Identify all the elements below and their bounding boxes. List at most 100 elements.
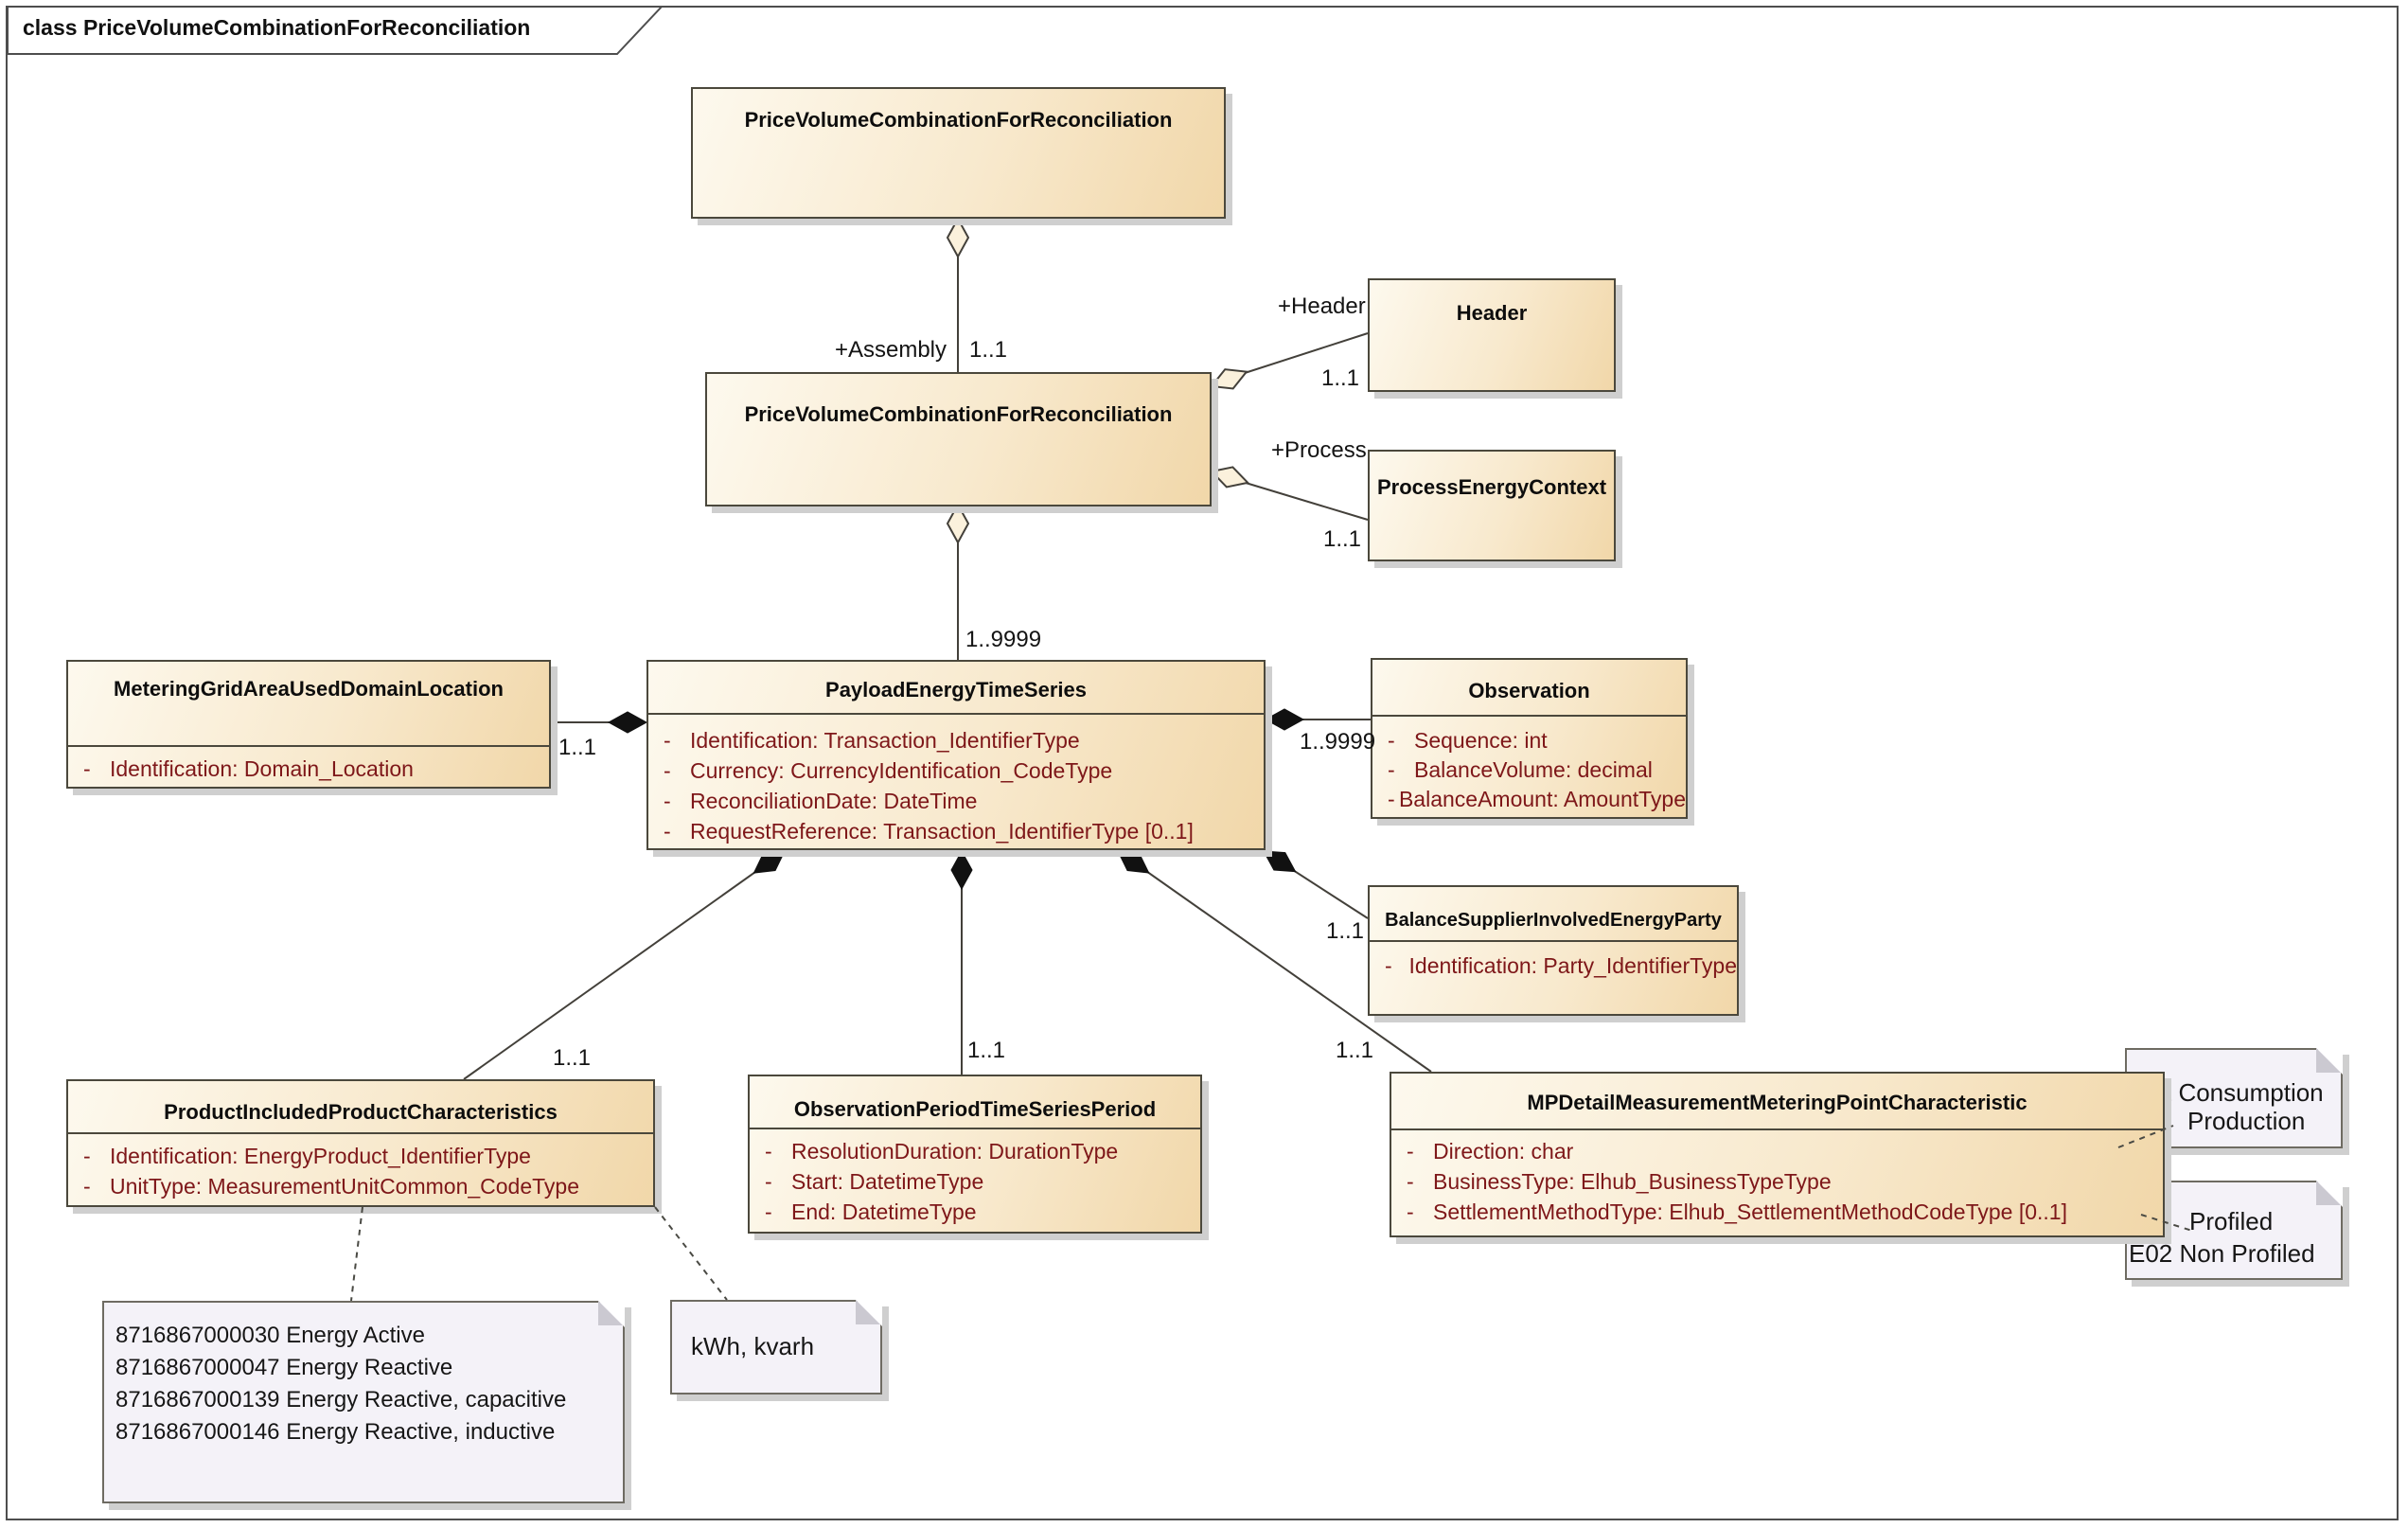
class-box-productincluded[interactable]: ProductIncludedProductCharacteristics -I… bbox=[66, 1079, 655, 1207]
visibility-marker: - bbox=[1388, 757, 1395, 782]
class-box-pricevolume-top[interactable]: PriceVolumeCombinationForReconciliation bbox=[691, 87, 1226, 219]
title-tab-shape bbox=[7, 6, 664, 55]
class-box-payloadenergytimeseries[interactable]: PayloadEnergyTimeSeries -Identification:… bbox=[646, 660, 1266, 850]
class-name: Observation bbox=[1468, 679, 1590, 702]
class-box-mpdetail[interactable]: MPDetailMeasurementMeteringPointCharacte… bbox=[1390, 1072, 2165, 1237]
attribute: Identification: EnergyProduct_Identifier… bbox=[110, 1144, 531, 1168]
attribute: ReconciliationDate: DateTime bbox=[690, 789, 978, 813]
visibility-marker: - bbox=[1407, 1199, 1414, 1224]
class-box-observationperiod[interactable]: ObservationPeriodTimeSeriesPeriod -Resol… bbox=[748, 1075, 1202, 1234]
attribute: Identification: Domain_Location bbox=[110, 756, 414, 781]
visibility-marker: - bbox=[1407, 1169, 1414, 1194]
aggregation-diamond-process bbox=[1210, 466, 1250, 489]
class-name: ObservationPeriodTimeSeriesPeriod bbox=[793, 1097, 1157, 1121]
note-line: kWh, kvarh bbox=[691, 1332, 815, 1360]
multiplicity-label-metering: 1..1 bbox=[558, 735, 597, 760]
note-units[interactable]: kWh, kvarh bbox=[670, 1300, 882, 1395]
note-link-mpdetail-direction[interactable] bbox=[2117, 1125, 2174, 1148]
role-label-header: +Header bbox=[1278, 293, 1366, 319]
composition-diamond-metering bbox=[607, 711, 648, 734]
class-name: PriceVolumeCombinationForReconciliation bbox=[744, 108, 1173, 132]
multiplicity-label-observation: 1..9999 bbox=[1300, 729, 1376, 755]
note-line: 8716867000030 Energy Active bbox=[115, 1323, 425, 1348]
class-box-header[interactable]: Header bbox=[1368, 278, 1616, 392]
role-label-assembly: +Assembly bbox=[834, 337, 947, 363]
multiplicity-label-mpdetail: 1..1 bbox=[1336, 1038, 1374, 1063]
attribute: ResolutionDuration: DurationType bbox=[791, 1139, 1119, 1164]
attribute: Identification: Party_IdentifierType bbox=[1408, 953, 1737, 978]
class-name: ProcessEnergyContext bbox=[1376, 475, 1607, 499]
multiplicity-label-payload: 1..9999 bbox=[965, 627, 1042, 652]
composition-diamond-obsperiod bbox=[950, 849, 973, 891]
attribute: Direction: char bbox=[1433, 1139, 1574, 1164]
visibility-marker: - bbox=[83, 1144, 91, 1168]
multiplicity-label-assembly: 1..1 bbox=[969, 337, 1008, 363]
note-line: Production bbox=[2187, 1107, 2306, 1135]
connector-product[interactable] bbox=[463, 850, 786, 1080]
note-product-codes[interactable]: 8716867000030 Energy Active 871686700004… bbox=[102, 1301, 625, 1503]
composition-diamond-mpdetail bbox=[1117, 850, 1150, 874]
note-link-mpdetail-settlement[interactable] bbox=[2140, 1214, 2193, 1232]
visibility-marker: - bbox=[664, 819, 671, 844]
multiplicity-label-process: 1..1 bbox=[1323, 526, 1362, 552]
connector-mpdetail[interactable] bbox=[1117, 850, 1432, 1073]
visibility-marker: - bbox=[1407, 1139, 1414, 1164]
attribute: Start: DatetimeType bbox=[791, 1169, 984, 1194]
connector-process[interactable] bbox=[1245, 482, 1369, 521]
note-link-product-codes[interactable] bbox=[350, 1206, 363, 1302]
visibility-marker: - bbox=[1388, 787, 1395, 811]
class-name: ProductIncludedProductCharacteristics bbox=[164, 1100, 558, 1124]
class-name: MeteringGridAreaUsedDomainLocation bbox=[114, 677, 504, 701]
attribute: Sequence: int bbox=[1414, 728, 1548, 753]
class-name: PriceVolumeCombinationForReconciliation bbox=[744, 402, 1173, 426]
attribute: Identification: Transaction_IdentifierTy… bbox=[690, 728, 1080, 753]
class-box-processenergycontext[interactable]: ProcessEnergyContext bbox=[1368, 450, 1616, 561]
attribute: End: DatetimeType bbox=[791, 1199, 977, 1224]
class-box-pricevolume-mid[interactable]: PriceVolumeCombinationForReconciliation bbox=[705, 372, 1212, 506]
class-name: PayloadEnergyTimeSeries bbox=[825, 678, 1087, 702]
visibility-marker: - bbox=[83, 1174, 91, 1199]
diagram-title: class PriceVolumeCombinationForReconcili… bbox=[23, 15, 531, 40]
role-label-process: +Process bbox=[1271, 437, 1367, 463]
note-link-product-units[interactable] bbox=[654, 1206, 728, 1301]
class-box-meteringgridarea[interactable]: MeteringGridAreaUsedDomainLocation -Iden… bbox=[66, 660, 551, 789]
visibility-marker: - bbox=[1385, 953, 1392, 978]
class-box-observation[interactable]: Observation -Sequence: int -BalanceVolum… bbox=[1371, 658, 1688, 819]
attribute: BusinessType: Elhub_BusinessTypeType bbox=[1433, 1169, 1832, 1194]
attribute: BalanceVolume: decimal bbox=[1414, 757, 1653, 782]
visibility-marker: - bbox=[1388, 728, 1395, 753]
visibility-marker: - bbox=[765, 1199, 772, 1224]
attribute: SettlementMethodType: Elhub_SettlementMe… bbox=[1433, 1199, 2067, 1224]
attribute: RequestReference: Transaction_Identifier… bbox=[690, 819, 1194, 844]
attribute: Currency: CurrencyIdentification_CodeTyp… bbox=[690, 758, 1113, 783]
note-fold-icon bbox=[856, 1300, 882, 1326]
note-line: t Consumption bbox=[2165, 1078, 2324, 1107]
note-fold-icon bbox=[2316, 1048, 2343, 1075]
multiplicity-label-obsperiod: 1..1 bbox=[967, 1038, 1006, 1063]
class-box-balancesupplier[interactable]: BalanceSupplierInvolvedEnergyParty -Iden… bbox=[1368, 885, 1739, 1016]
note-line: 8716867000139 Energy Reactive, capacitiv… bbox=[115, 1387, 567, 1413]
attribute: UnitType: MeasurementUnitCommon_CodeType bbox=[110, 1174, 580, 1199]
aggregation-diamond-assembly bbox=[946, 216, 970, 259]
note-fold-icon bbox=[598, 1301, 625, 1327]
class-name: BalanceSupplierInvolvedEnergyParty bbox=[1385, 910, 1722, 931]
composition-diamond-observation bbox=[1264, 708, 1305, 731]
aggregation-diamond-header bbox=[1210, 368, 1248, 390]
composition-diamond-product bbox=[752, 850, 786, 874]
visibility-marker: - bbox=[83, 756, 91, 781]
aggregation-diamond-payload bbox=[946, 502, 970, 545]
multiplicity-label-header: 1..1 bbox=[1321, 365, 1360, 391]
note-line: E02 Non Profiled bbox=[2129, 1239, 2315, 1268]
note-line: Profiled bbox=[2189, 1207, 2274, 1235]
note-line: 8716867000047 Energy Reactive bbox=[115, 1355, 453, 1380]
multiplicity-label-balance: 1..1 bbox=[1326, 918, 1365, 944]
composition-diamond-balance bbox=[1263, 850, 1297, 873]
visibility-marker: - bbox=[664, 789, 671, 813]
visibility-marker: - bbox=[664, 758, 671, 783]
note-line: 8716867000146 Energy Reactive, inductive bbox=[115, 1419, 556, 1445]
connector-header[interactable] bbox=[1244, 332, 1369, 374]
visibility-marker: - bbox=[765, 1169, 772, 1194]
